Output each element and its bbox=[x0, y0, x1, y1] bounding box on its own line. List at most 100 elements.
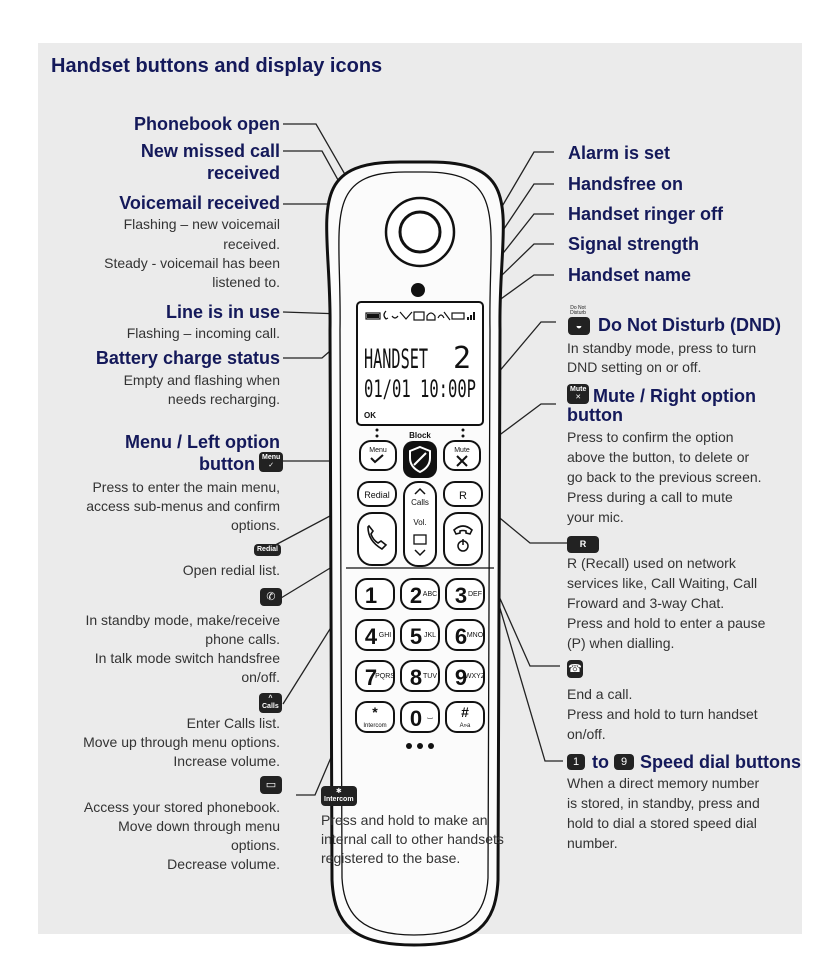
handset-talk-icon bbox=[367, 524, 388, 550]
recall-desc: (P) when dialling. bbox=[567, 635, 675, 651]
voicemail-desc: listened to. bbox=[212, 274, 280, 290]
earpiece-inner bbox=[398, 210, 442, 254]
intercom-key-icon: ✱Intercom bbox=[321, 786, 357, 806]
keypad-key-hash[interactable]: #A»a bbox=[445, 701, 485, 733]
label-voicemail: Voicemail received bbox=[119, 193, 280, 213]
phonebook-desc: Move down through menu bbox=[118, 818, 280, 834]
key-letters: ⌴ bbox=[427, 714, 433, 721]
display-screen bbox=[356, 301, 484, 426]
battery-icon bbox=[365, 312, 381, 320]
mute-desc: Press during a call to mute bbox=[567, 489, 733, 505]
key-digit: 7 bbox=[365, 665, 377, 690]
label-phonebook-open: Phonebook open bbox=[134, 114, 280, 134]
keypad-key-star[interactable]: *Intercom bbox=[355, 701, 395, 733]
mute-desc: above the button, to delete or bbox=[567, 449, 750, 465]
label-dnd: Do Not Disturb (DND) bbox=[598, 315, 781, 335]
status-icons bbox=[365, 310, 475, 321]
calls-label: Calls bbox=[411, 498, 429, 507]
phonebook-icon bbox=[413, 311, 425, 321]
menu-button[interactable]: Menu bbox=[359, 440, 397, 471]
redial-button[interactable]: Redial bbox=[357, 481, 397, 507]
speed-desc: is stored, in standby, press and bbox=[567, 795, 760, 811]
cross-icon bbox=[456, 455, 468, 467]
line-in-use-icon bbox=[383, 310, 389, 320]
label-ringer-off: Handset ringer off bbox=[568, 204, 724, 224]
menu-desc: Press to enter the main menu, bbox=[92, 479, 280, 495]
speed-desc: When a direct memory number bbox=[567, 775, 760, 791]
intercom-desc: Press and hold to make an bbox=[321, 812, 488, 828]
phonebook-desc: Access your stored phonebook. bbox=[83, 799, 280, 815]
recall-button-label: R bbox=[459, 490, 467, 502]
lcd-date-time: 01/01 10:00P bbox=[364, 375, 476, 403]
mute-desc: Press to confirm the option bbox=[567, 429, 734, 445]
key-letters: WXYZ bbox=[465, 673, 486, 680]
recall-button[interactable]: R bbox=[443, 481, 483, 507]
dnd-desc: In standby mode, press to turn bbox=[567, 340, 757, 356]
menu-desc: options. bbox=[230, 517, 280, 533]
intercom-desc: registered to the base. bbox=[321, 850, 461, 866]
talk-desc: on/off. bbox=[241, 669, 280, 685]
mute-button[interactable]: Mute bbox=[443, 440, 481, 471]
lcd-handset-label: HANDSET bbox=[364, 344, 428, 375]
keypad-key-1[interactable]: 1 bbox=[355, 578, 395, 610]
key-letters: A»a bbox=[460, 723, 471, 729]
end-call-button[interactable] bbox=[443, 512, 483, 566]
speaker-dot bbox=[406, 743, 412, 749]
label-menu-1: Menu / Left option bbox=[125, 432, 280, 452]
handsfree-icon bbox=[437, 314, 445, 319]
end-key-icon: ☎ bbox=[567, 660, 583, 678]
key-letters: MNO bbox=[467, 632, 484, 639]
speed-desc: hold to dial a stored speed dial bbox=[567, 815, 757, 831]
dnd-desc: DND setting on or off. bbox=[567, 359, 702, 375]
handset-inner-outline bbox=[338, 171, 492, 936]
block-button[interactable] bbox=[403, 441, 437, 478]
label-signal: Signal strength bbox=[568, 234, 700, 254]
mute-desc: go back to the previous screen. bbox=[567, 469, 762, 485]
speed-desc: number. bbox=[567, 835, 618, 851]
key-digit: 4 bbox=[365, 624, 378, 649]
block-label: Block bbox=[409, 431, 431, 440]
recall-desc: Press and hold to enter a pause bbox=[567, 615, 766, 631]
talk-desc: phone calls. bbox=[205, 631, 280, 647]
key-digit: 5 bbox=[410, 624, 422, 649]
label-mute-2: button bbox=[567, 405, 623, 425]
menu-key-icon: Menu✓ bbox=[259, 452, 284, 472]
nav-button[interactable]: Calls Vol. bbox=[403, 481, 437, 567]
key-letters: ABC bbox=[423, 591, 437, 598]
key-digit: 9 bbox=[455, 665, 467, 690]
label-alarm: Alarm is set bbox=[568, 143, 671, 163]
label-battery: Battery charge status bbox=[95, 348, 280, 368]
ringer-off-icon bbox=[443, 311, 451, 321]
end-call-icon bbox=[453, 525, 473, 535]
shield-icon bbox=[409, 445, 431, 474]
end-desc: Press and hold to turn handset bbox=[567, 706, 758, 722]
label-handset-name: Handset name bbox=[568, 265, 692, 285]
talk-desc: In standby mode, make/receive bbox=[85, 612, 280, 628]
chevron-up-icon bbox=[414, 487, 426, 495]
calls-key-icon: ^Calls bbox=[259, 693, 282, 713]
label-handsfree: Handsfree on bbox=[568, 174, 684, 194]
keypad-key-0[interactable]: 0⌴ bbox=[400, 701, 440, 733]
missed-call-icon bbox=[399, 311, 413, 320]
recall-desc: services like, Call Waiting, Call bbox=[567, 575, 758, 591]
battery-desc: needs recharging. bbox=[167, 391, 280, 407]
key-letters: Intercom bbox=[363, 723, 386, 729]
key-letters: TUV bbox=[423, 673, 437, 680]
handset-name-icon bbox=[451, 312, 465, 320]
battery-desc: Empty and flashing when bbox=[123, 372, 280, 388]
chevron-down-icon bbox=[414, 549, 426, 557]
label-line-in-use: Line is in use bbox=[165, 302, 280, 322]
vol-label: Vol. bbox=[413, 518, 426, 527]
redial-key-icon: Redial bbox=[254, 544, 282, 556]
lcd-ok-label: OK bbox=[364, 411, 376, 420]
talk-button[interactable] bbox=[357, 512, 397, 566]
